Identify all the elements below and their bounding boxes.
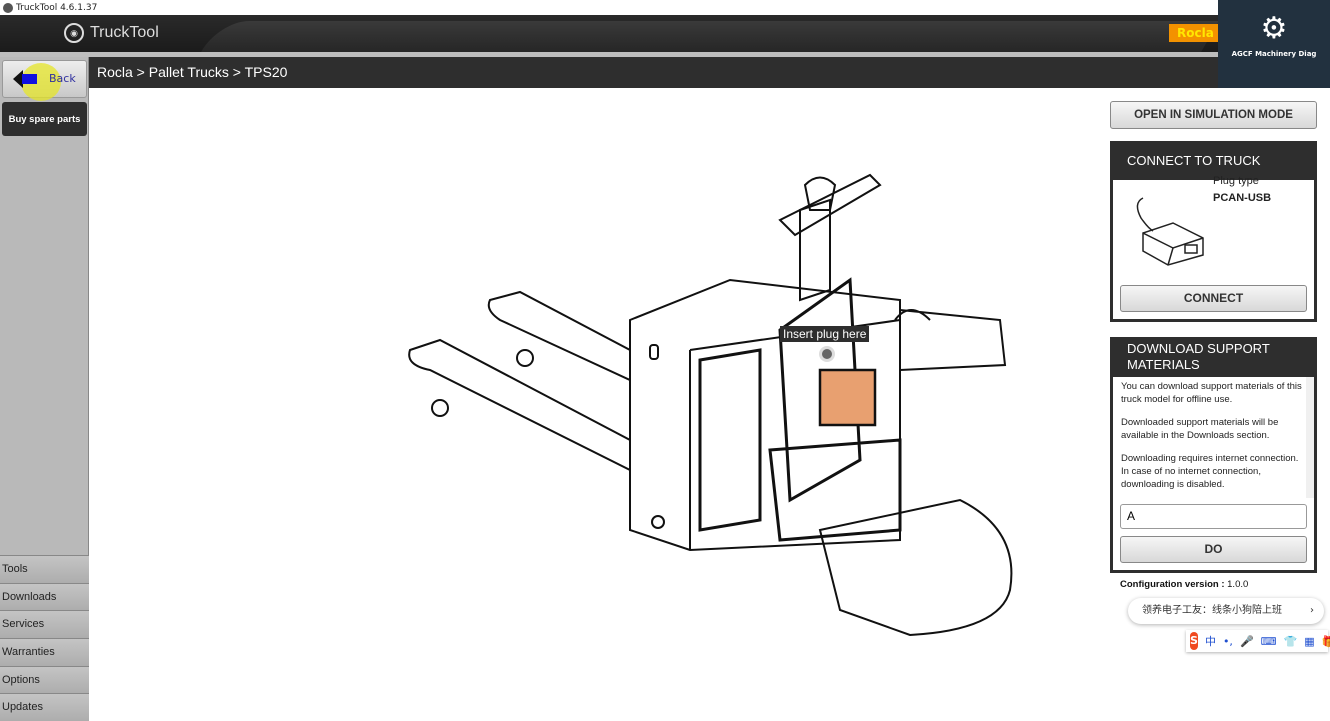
plug-point-marker[interactable] <box>819 346 835 362</box>
sidebar: Back Buy spare parts Tools Downloads Ser… <box>0 57 89 721</box>
header-decoration <box>201 21 1219 52</box>
download-panel: DOWNLOAD SUPPORT MATERIALS You can downl… <box>1110 337 1317 573</box>
sogou-logo-icon[interactable]: S <box>1190 632 1198 650</box>
keyboard-icon[interactable]: ⌨ <box>1260 634 1277 648</box>
chinese-mode-icon[interactable]: 中 <box>1204 635 1216 648</box>
watermark-text: AGCF Machinery Diag <box>1231 50 1317 58</box>
usb-adapter-icon <box>1136 197 1204 266</box>
watermark-logo: ⚙ AGCF Machinery Diag <box>1218 0 1330 88</box>
sidebar-item-warranties[interactable]: Warranties <box>0 638 89 666</box>
config-label: Configuration version : <box>1120 579 1225 590</box>
app-header: ◉ TruckTool Rocla <box>0 15 1330 57</box>
download-description: You can download support materials of th… <box>1113 377 1314 498</box>
emergency-button <box>651 515 665 529</box>
skin-icon[interactable]: 👕 <box>1283 634 1298 648</box>
ime-notification-text: 领养电子工友：线条小狗陪上班 <box>1142 605 1282 616</box>
chevron-right-icon[interactable]: › <box>1310 605 1314 616</box>
microphone-icon[interactable]: 🎤 <box>1239 634 1254 648</box>
sidebar-item-downloads[interactable]: Downloads <box>0 582 89 611</box>
sidebar-item-services[interactable]: Services <box>0 610 89 639</box>
fork-right <box>487 290 631 382</box>
download-paragraph: Downloaded support materials will be ava… <box>1121 417 1279 441</box>
tiller-handle <box>778 173 882 237</box>
buy-spare-parts-button[interactable]: Buy spare parts <box>2 102 87 136</box>
fork-left <box>408 338 631 472</box>
trucktool-logo-icon: ◉ <box>64 23 84 43</box>
gear-hammer-icon: ⚙ <box>1260 11 1288 46</box>
manufacturer-badge: Rocla <box>1169 24 1219 42</box>
brand: ◉ TruckTool <box>64 23 159 43</box>
cover-arm <box>894 309 1007 371</box>
gift-icon[interactable]: 🎁 <box>1321 634 1330 648</box>
connect-title: CONNECT TO TRUCK <box>1113 141 1314 180</box>
ime-toolbar: S 中 •, 🎤 ⌨ 👕 ▦ 🎁 <box>1186 630 1330 652</box>
insert-plug-tooltip: Insert plug here <box>780 326 870 342</box>
plug-type-value: PCAN-USB <box>1213 192 1272 204</box>
ime-notification[interactable]: 领养电子工友：线条小狗陪上班 › <box>1128 598 1324 624</box>
toolbox-icon[interactable]: ▦ <box>1304 634 1315 648</box>
app-icon <box>3 2 13 13</box>
chassis <box>629 278 901 552</box>
back-arrow-shaft <box>22 74 37 84</box>
download-paragraph: Downloading requires internet connection… <box>1121 453 1299 490</box>
chassis-edge <box>689 319 901 550</box>
truck-diagram <box>408 173 1013 637</box>
download-field[interactable]: A <box>1120 504 1307 529</box>
back-arrow-icon <box>13 70 23 88</box>
download-button[interactable]: DO <box>1120 536 1307 563</box>
sidebar-item-updates[interactable]: Updates <box>0 693 89 721</box>
wheel <box>516 349 534 367</box>
wheel <box>431 399 449 417</box>
brand-name: TruckTool <box>90 24 159 41</box>
plug-type-label: Plug type <box>1213 175 1259 187</box>
config-value: 1.0.0 <box>1227 579 1249 590</box>
controller-highlight <box>818 368 877 427</box>
download-paragraph: You can download support materials of th… <box>1121 381 1302 405</box>
back-label: Back <box>49 72 76 85</box>
sidebar-nav: Tools Downloads Services Warranties Opti… <box>0 555 89 721</box>
title-bar: TruckTool 4.6.1.37 <box>0 0 1330 15</box>
punctuation-icon[interactable]: •, <box>1222 634 1233 648</box>
sidebar-item-tools[interactable]: Tools <box>0 555 89 583</box>
connect-button[interactable]: CONNECT <box>1120 285 1307 312</box>
right-column-lower: DOWNLOAD SUPPORT MATERIALS You can downl… <box>1110 337 1330 652</box>
configuration-version: Configuration version : 1.0.0 <box>1120 579 1248 590</box>
electronics <box>698 277 902 542</box>
platform <box>818 498 1013 637</box>
download-title: DOWNLOAD SUPPORT MATERIALS <box>1113 337 1314 377</box>
open-simulation-mode-button[interactable]: OPEN IN SIMULATION MODE <box>1110 101 1317 129</box>
mast <box>799 198 831 302</box>
breadcrumb: Rocla > Pallet Trucks > TPS20 <box>89 57 1330 88</box>
back-button[interactable]: Back <box>2 60 87 101</box>
sidebar-item-options[interactable]: Options <box>0 665 89 694</box>
side-handle <box>649 344 659 360</box>
window-title: TruckTool 4.6.1.37 <box>16 2 98 13</box>
